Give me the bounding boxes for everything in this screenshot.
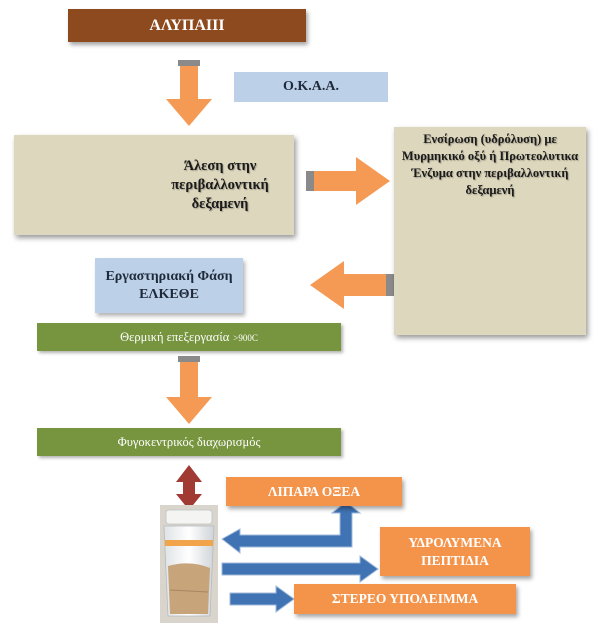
solid-label: ΣΤΕΡΕΟ ΥΠΟΛΕΙΜΜΑ xyxy=(331,591,479,606)
sample-jar-photo xyxy=(160,505,218,623)
start-box: ΑΛΥΠΑΙΙΙ xyxy=(68,9,306,42)
arrow-to-lipid xyxy=(221,501,362,555)
grinding-label: Άλεση στην περιβαλλοντική δεξαμενή xyxy=(171,157,269,212)
okaa-label: Ο.Κ.Α.Α. xyxy=(283,79,339,94)
arrow-down-2 xyxy=(166,356,212,424)
okaa-box: Ο.Κ.Α.Α. xyxy=(234,72,388,102)
grinding-box: Άλεση στην περιβαλλοντική δεξαμενή xyxy=(14,135,294,235)
peptides-box: ΥΔΡΟΛΥΜΕΝΑ ΠΕΠΤΙΔΙΑ xyxy=(380,527,530,576)
lipid-label: ΛΙΠΑΡΑ ΟΞΕΑ xyxy=(267,483,361,499)
hydrolysis-label: Ενσίρωση (υδρόλυση) με Μυρμηκικό οξύ ή Π… xyxy=(401,132,579,197)
thermal-bar: Θερμική επεξεργασία >900C xyxy=(37,323,341,351)
lipid-box: ΛΙΠΑΡΑ ΟΞΕΑ xyxy=(226,477,402,506)
start-label: ΑΛΥΠΑΙΙΙ xyxy=(149,16,225,34)
arrow-down-1 xyxy=(166,60,212,126)
peptides-label-2: ΠΕΠΤΙΔΙΑ xyxy=(421,552,489,568)
arrow-right-1 xyxy=(306,157,390,205)
arrow-to-peptides xyxy=(221,555,379,583)
thermal-temp: >900C xyxy=(233,333,258,343)
lab-box: Εργαστηριακή Φάση ΕΛΚΕΘΕ xyxy=(95,258,243,313)
lab-label-2: ΕΛΚΕΘΕ xyxy=(139,286,199,302)
solid-box: ΣΤΕΡΕΟ ΥΠΟΛΕΙΜΜΑ xyxy=(294,584,516,614)
centrifuge-bar: Φυγοκεντρικός διαχωρισμός xyxy=(37,428,341,456)
thermal-label: Θερμική επεξεργασία xyxy=(120,329,230,344)
thermal-temp-unit: 0C xyxy=(247,333,258,343)
hydrolysis-box: Ενσίρωση (υδρόλυση) με Μυρμηκικό οξύ ή Π… xyxy=(394,127,586,335)
arrow-left-1 xyxy=(310,261,394,309)
double-arrow xyxy=(176,465,202,510)
centrifuge-label: Φυγοκεντρικός διαχωρισμός xyxy=(117,434,261,449)
arrow-to-solid xyxy=(229,585,295,613)
thermal-temp-value: >90 xyxy=(233,333,248,343)
peptides-label-1: ΥΔΡΟΛΥΜΕΝΑ xyxy=(408,534,502,550)
lab-label-1: Εργαστηριακή Φάση xyxy=(105,268,233,284)
